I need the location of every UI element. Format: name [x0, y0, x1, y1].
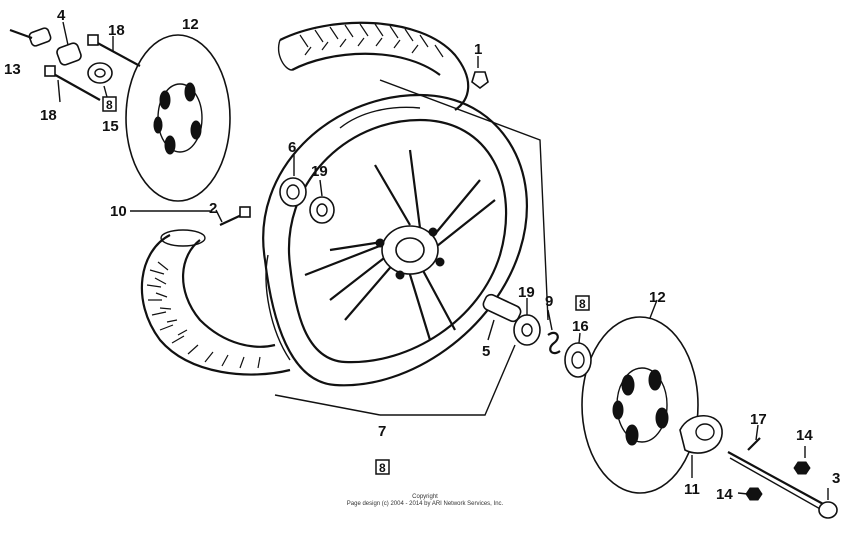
callout-16: 16 [572, 318, 589, 335]
callout-numbers: 1 2 3 4 5 6 7 9 10 11 12 12 13 14 14 15 … [4, 7, 840, 503]
callout-14-upper: 14 [796, 427, 813, 444]
small-parts [9, 27, 838, 519]
boxed-8-upper-left: 8 [106, 98, 113, 112]
upper-tire [278, 21, 470, 111]
callout-11: 11 [684, 481, 700, 498]
boxed-8-bottom: 8 [379, 461, 386, 475]
copyright-line-2: Page design (c) 2004 - 2014 by ARI Netwo… [346, 501, 504, 507]
callout-17: 17 [750, 411, 767, 428]
brake-disc-right [581, 316, 699, 494]
callout-2: 2 [209, 200, 217, 217]
callout-12-left: 12 [182, 16, 199, 33]
callout-10: 10 [110, 203, 127, 220]
leader-lines [57, 21, 829, 500]
callout-4: 4 [57, 7, 66, 24]
callout-7: 7 [378, 423, 386, 440]
callout-1: 1 [474, 41, 482, 58]
copyright-line-1: Copyright [412, 494, 438, 500]
callout-9: 9 [545, 293, 553, 310]
callout-12-right: 12 [649, 289, 666, 306]
callout-19-upper: 19 [311, 163, 328, 180]
callout-18-lower: 18 [40, 107, 57, 124]
callout-15: 15 [102, 118, 119, 135]
lower-tire [140, 229, 291, 376]
callout-19-lower: 19 [518, 284, 535, 301]
callout-3: 3 [832, 470, 840, 487]
boxed-8-right: 8 [579, 297, 586, 311]
callout-5: 5 [482, 343, 490, 360]
brake-disc-left [125, 34, 231, 202]
callout-18-upper: 18 [108, 22, 125, 39]
callout-14-lower: 14 [716, 486, 733, 503]
callout-6: 6 [288, 139, 296, 156]
boxed-markers: 8 8 8 [102, 96, 590, 475]
rim [262, 93, 529, 387]
callout-13: 13 [4, 61, 21, 78]
copyright-footer: Copyright Page design (c) 2004 - 2014 by… [0, 494, 850, 508]
